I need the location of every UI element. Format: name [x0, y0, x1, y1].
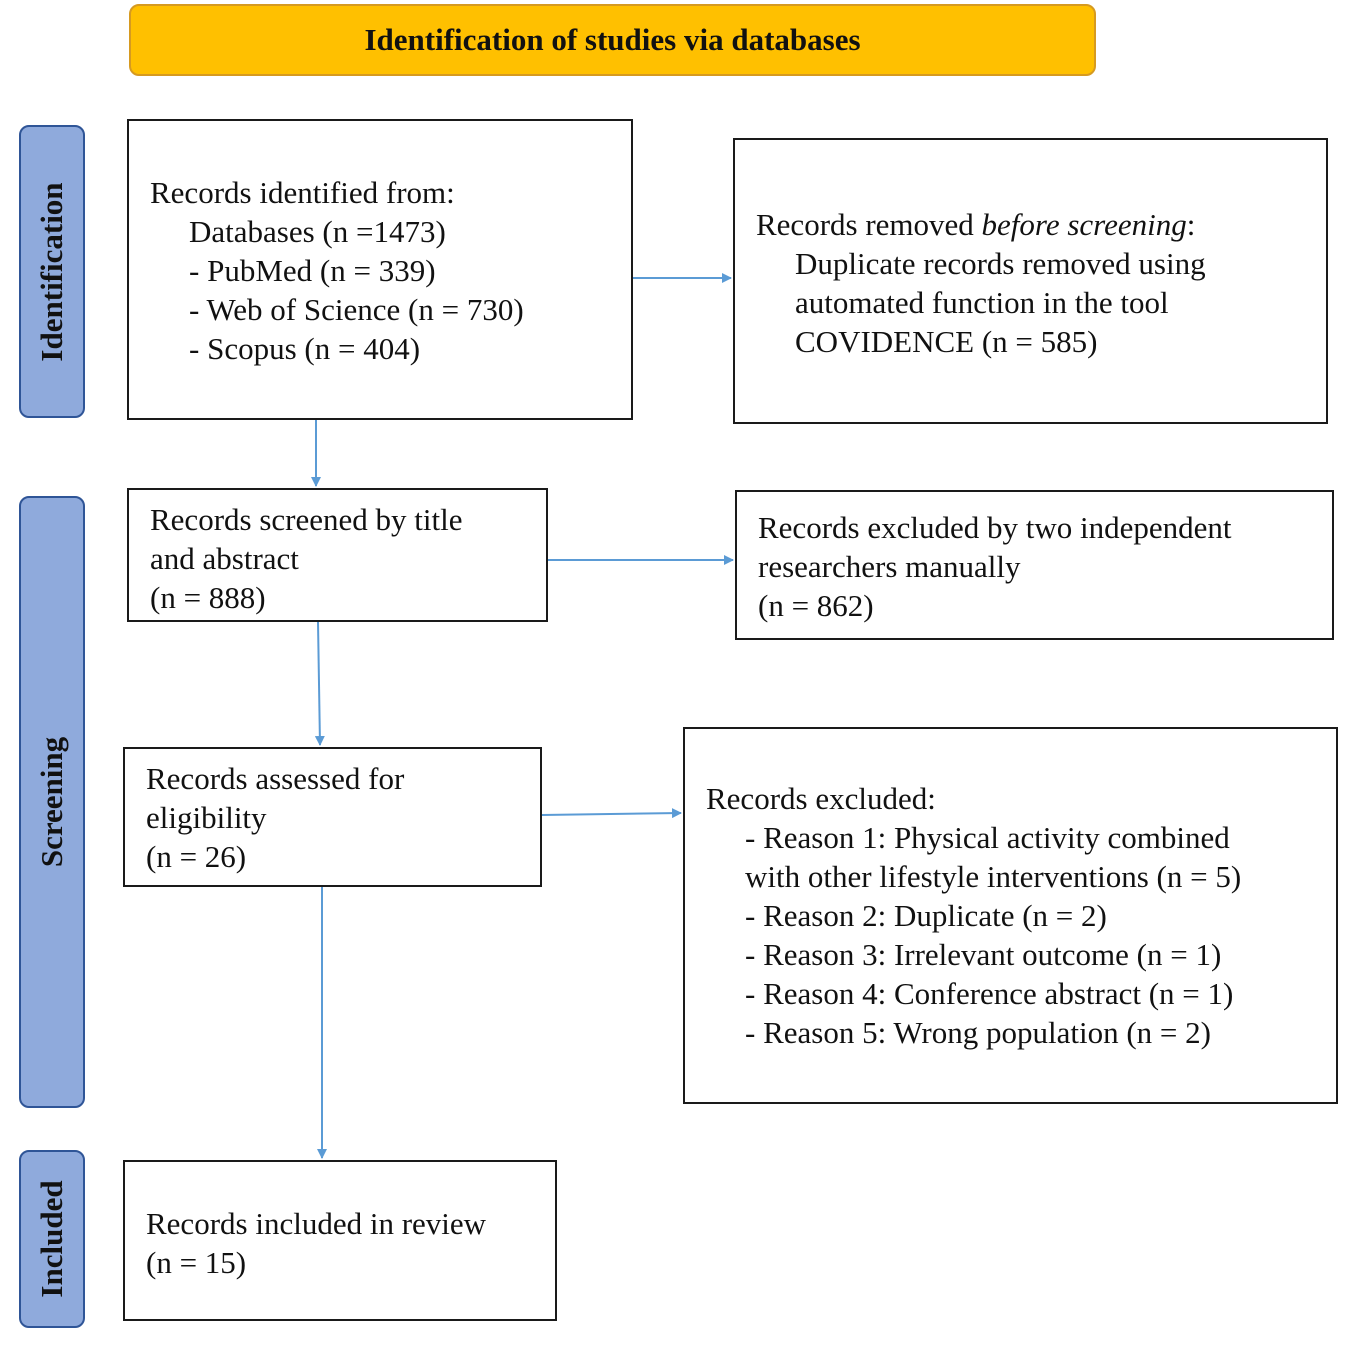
pubmed-count: - PubMed (n = 339) — [189, 253, 436, 288]
records-excluded-reasons-box: Records excluded: - Reason 1: Physical a… — [683, 727, 1338, 1104]
records-assessed-count: (n = 26) — [146, 839, 247, 874]
reason-3: - Reason 3: Irrelevant outcome (n = 1) — [745, 937, 1222, 972]
records-included-line-1: Records included in review — [146, 1206, 487, 1241]
records-assessed-line-1: Records assessed for — [146, 761, 405, 796]
records-included-box: Records included in review (n = 15) — [123, 1160, 557, 1321]
records-screened-box: Records screened by title and abstract (… — [127, 488, 548, 622]
records-excluded-manual-count: (n = 862) — [758, 588, 874, 623]
records-assessed-box: Records assessed for eligibility (n = 26… — [123, 747, 542, 887]
records-removed-heading: Records removed before screening: — [756, 207, 1196, 242]
diagram-title: Identification of studies via databases — [129, 4, 1096, 76]
records-excluded-heading: Records excluded: — [706, 781, 936, 816]
databases-count: Databases (n =1473) — [189, 214, 446, 249]
diagram-title-text: Identification of studies via databases — [364, 22, 861, 57]
phase-identification: Identification — [19, 125, 85, 418]
records-removed-emphasis: before screening — [981, 207, 1187, 242]
scopus-count: - Scopus (n = 404) — [189, 331, 421, 366]
reason-4: - Reason 4: Conference abstract (n = 1) — [745, 976, 1234, 1011]
records-screened-line-1: Records screened by title — [150, 502, 463, 537]
records-identified-box: Records identified from: Databases (n =1… — [127, 119, 633, 420]
records-removed-line-3: COVIDENCE (n = 585) — [795, 324, 1098, 359]
arrow-assessed-to-excluded — [541, 808, 682, 819]
records-screened-count: (n = 888) — [150, 580, 266, 615]
web-of-science-count: - Web of Science (n = 730) — [189, 292, 524, 327]
phase-included: Included — [19, 1150, 85, 1328]
records-assessed-line-2: eligibility — [146, 800, 267, 835]
records-removed-line-2: automated function in the tool — [795, 285, 1169, 320]
phase-screening: Screening — [19, 496, 85, 1108]
records-included-count: (n = 15) — [146, 1245, 247, 1280]
reason-5: - Reason 5: Wrong population (n = 2) — [745, 1015, 1211, 1050]
reason-2: - Reason 2: Duplicate (n = 2) — [745, 898, 1107, 933]
records-excluded-manual-line-2: researchers manually — [758, 549, 1021, 584]
reason-1-line-2: with other lifestyle interventions (n = … — [745, 859, 1242, 894]
records-screened-line-2: and abstract — [150, 541, 299, 576]
records-excluded-manual-box: Records excluded by two independent rese… — [735, 490, 1334, 640]
records-identified-heading: Records identified from: — [150, 175, 455, 210]
records-excluded-manual-line-1: Records excluded by two independent — [758, 510, 1232, 545]
records-removed-box: Records removed before screening: Duplic… — [733, 138, 1328, 424]
arrow-screened-to-assessed — [314, 621, 325, 746]
reason-1-line-1: - Reason 1: Physical activity combined — [745, 820, 1230, 855]
records-removed-line-1: Duplicate records removed using — [795, 246, 1206, 281]
